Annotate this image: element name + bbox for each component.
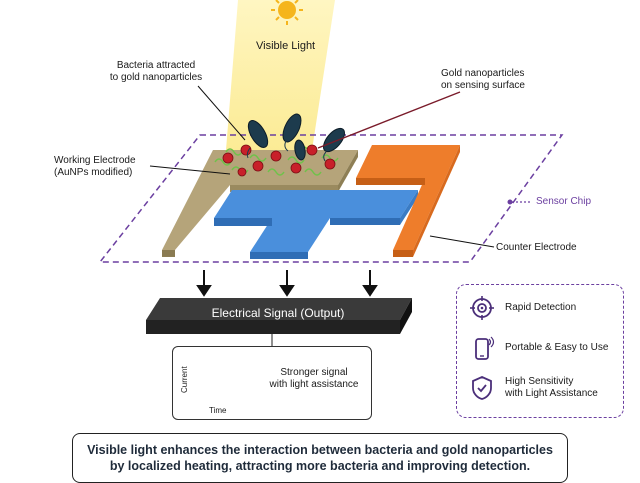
light-beam [226,0,335,150]
sun-icon [271,0,303,25]
gold-np-label-line2: on sensing surface [441,80,525,91]
working-leader [149,165,231,175]
feature-text: Rapid Detection [505,302,576,314]
counter-electrode-label: Counter Electrode [496,242,577,253]
down-arrows [196,270,378,297]
reference-electrode [214,190,418,259]
target-icon [470,296,494,320]
sensor-chip-dot [507,199,513,205]
summary-line2: by localized heating, attracting more ba… [109,459,531,473]
bacteria-label-line2: to gold nanoparticles [109,72,203,83]
summary-line1: Visible light enhances the interaction b… [87,443,553,457]
feature-text: High Sensitivity with Light Assistance [505,376,598,400]
working-electrode-line2: (AuNPs modified) [54,167,133,178]
curve-caption-line1: Stronger signal [280,367,348,378]
phone-icon [475,336,495,360]
signal-curve-box: Current Time Stronger signal with light … [172,346,372,420]
feature-portable: Portable & Easy to Use [469,335,608,361]
feature-1-line1: Rapid Detection [505,302,577,313]
gold-leader [317,91,461,149]
visible-light-label: Visible Light [256,40,316,52]
feature-2-line1: Portable & Easy to Use [505,342,609,353]
bacteria [247,113,345,161]
gold-np-label-line1: Gold nanoparticles [441,68,525,79]
bacteria-label: Bacteria attracted to gold nanoparticles [96,60,216,84]
summary-box: Visible light enhances the interaction b… [72,433,568,483]
curve-y-label: Current [180,366,189,393]
counter-electrode [356,145,460,257]
working-electrode-line1: Working Electrode [54,155,136,166]
curve-caption: Stronger signal with light assistance [259,367,369,391]
feature-sensitivity: High Sensitivity with Light Assistance [469,375,598,401]
gold-np-label: Gold nanoparticles on sensing surface [441,68,525,92]
signal-box [146,298,412,334]
sensor-chip-outline [98,134,564,263]
signal-label: Electrical Signal (Output) [211,306,345,320]
feature-3-line1: High Sensitivity [505,376,574,387]
bacteria-label-line1: Bacteria attracted [116,60,196,71]
shield-check-icon [472,376,492,400]
gold-nanoparticles [222,144,336,177]
feature-rapid-detection: Rapid Detection [469,295,576,321]
curve-x-label: Time [209,406,227,415]
bacteria-leader [197,85,246,141]
counter-leader [429,235,495,248]
feature-text: Portable & Easy to Use [505,342,608,354]
feature-3-line2: with Light Assistance [505,388,598,399]
sensor-chip-label: Sensor Chip [536,196,592,207]
working-electrode-label: Working Electrode (AuNPs modified) [54,155,136,179]
features-panel: Rapid Detection Portable & Easy to Use H… [456,284,624,418]
curve-caption-line2: with light assistance [269,379,359,390]
